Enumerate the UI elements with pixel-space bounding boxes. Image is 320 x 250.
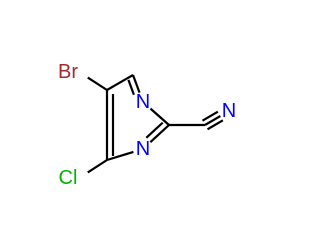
bromine-atom-label: Br <box>58 61 78 83</box>
bond-c6-n1 <box>131 74 141 94</box>
triple-bond-line-2 <box>206 119 224 131</box>
substituent-bonds <box>87 76 205 174</box>
bond-c4-cl <box>87 159 108 174</box>
pyrimidine-ring <box>105 74 170 162</box>
bond-c2-n3 <box>149 124 170 144</box>
bond-n3-c4 <box>106 150 134 162</box>
ring-nitrogen-1-label: N <box>136 91 150 113</box>
bond-c5-br <box>87 76 108 91</box>
bond-c5-c6 <box>106 74 134 91</box>
chlorine-atom-label: Cl <box>59 167 78 189</box>
bond-c2-n3-inner <box>145 121 164 139</box>
triple-bond-line-1 <box>204 115 221 126</box>
nitrile-triple-bond <box>201 110 224 131</box>
bond-n1-c2 <box>149 107 170 126</box>
nitrile-nitrogen-label: N <box>222 100 236 122</box>
molecule-structure-diagram: Br Cl N N N <box>58 61 236 189</box>
ring-nitrogen-3-label: N <box>136 138 150 160</box>
bond-c6-n1-inner <box>127 79 135 96</box>
triple-bond-line-3 <box>201 110 219 122</box>
